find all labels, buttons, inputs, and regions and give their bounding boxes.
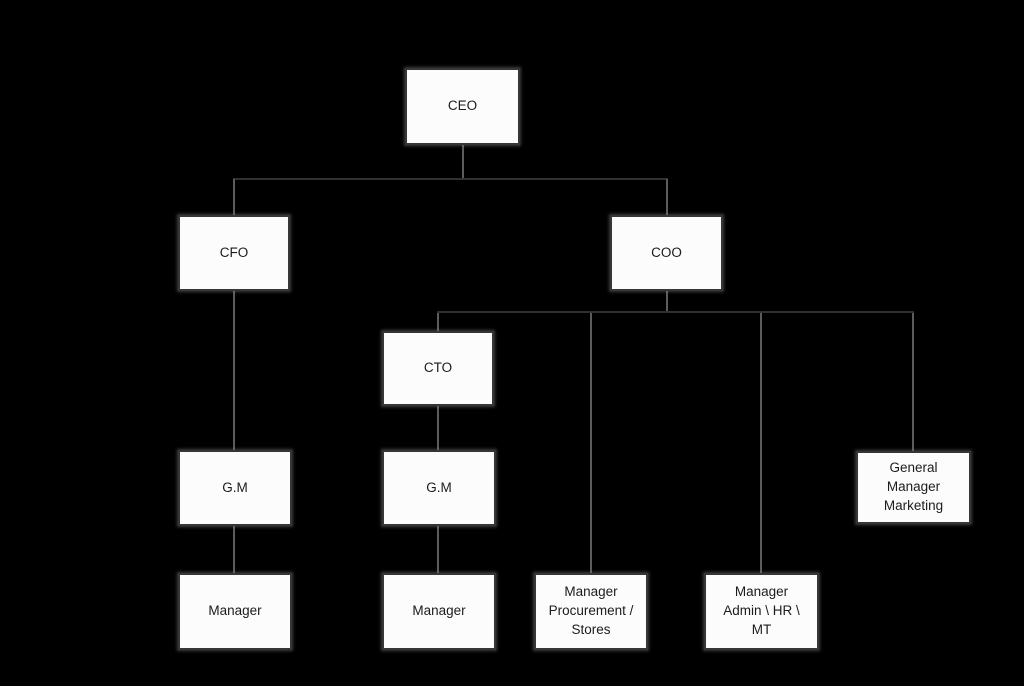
- connector-coo-children-rail: [437, 311, 914, 313]
- connector-ceo-children-rail: [233, 178, 668, 180]
- connector-to-manager-procurement: [590, 313, 592, 573]
- connector-to-manager-admin: [760, 313, 762, 573]
- org-node-ceo: CEO: [405, 68, 520, 145]
- connector-cto-to-gm: [437, 406, 439, 450]
- org-node-gm-under-cto: G.M: [382, 450, 496, 526]
- org-node-cfo: CFO: [178, 215, 290, 291]
- connector-gm1-to-manager: [233, 526, 235, 573]
- connector-coo-down: [666, 291, 668, 313]
- connector-to-gm-marketing: [912, 313, 914, 451]
- connector-cto-up: [437, 313, 439, 331]
- connector-ceo-down: [462, 145, 464, 179]
- org-node-manager-admin-hr-mt: Manager Admin \ HR \ MT: [704, 573, 819, 650]
- org-node-manager-under-gm2: Manager: [382, 573, 496, 650]
- org-node-manager-procurement: Manager Procurement / Stores: [534, 573, 648, 650]
- org-node-coo: COO: [610, 215, 723, 291]
- connector-gm2-to-manager: [437, 526, 439, 573]
- org-node-gm-marketing: General Manager Marketing: [856, 451, 971, 524]
- org-node-cto: CTO: [382, 331, 494, 406]
- connector-cfo-up: [233, 179, 235, 215]
- connector-cfo-to-gm: [233, 291, 235, 450]
- org-node-gm-under-cfo: G.M: [178, 450, 292, 526]
- connector-coo-up: [666, 179, 668, 215]
- org-node-manager-under-gm1: Manager: [178, 573, 292, 650]
